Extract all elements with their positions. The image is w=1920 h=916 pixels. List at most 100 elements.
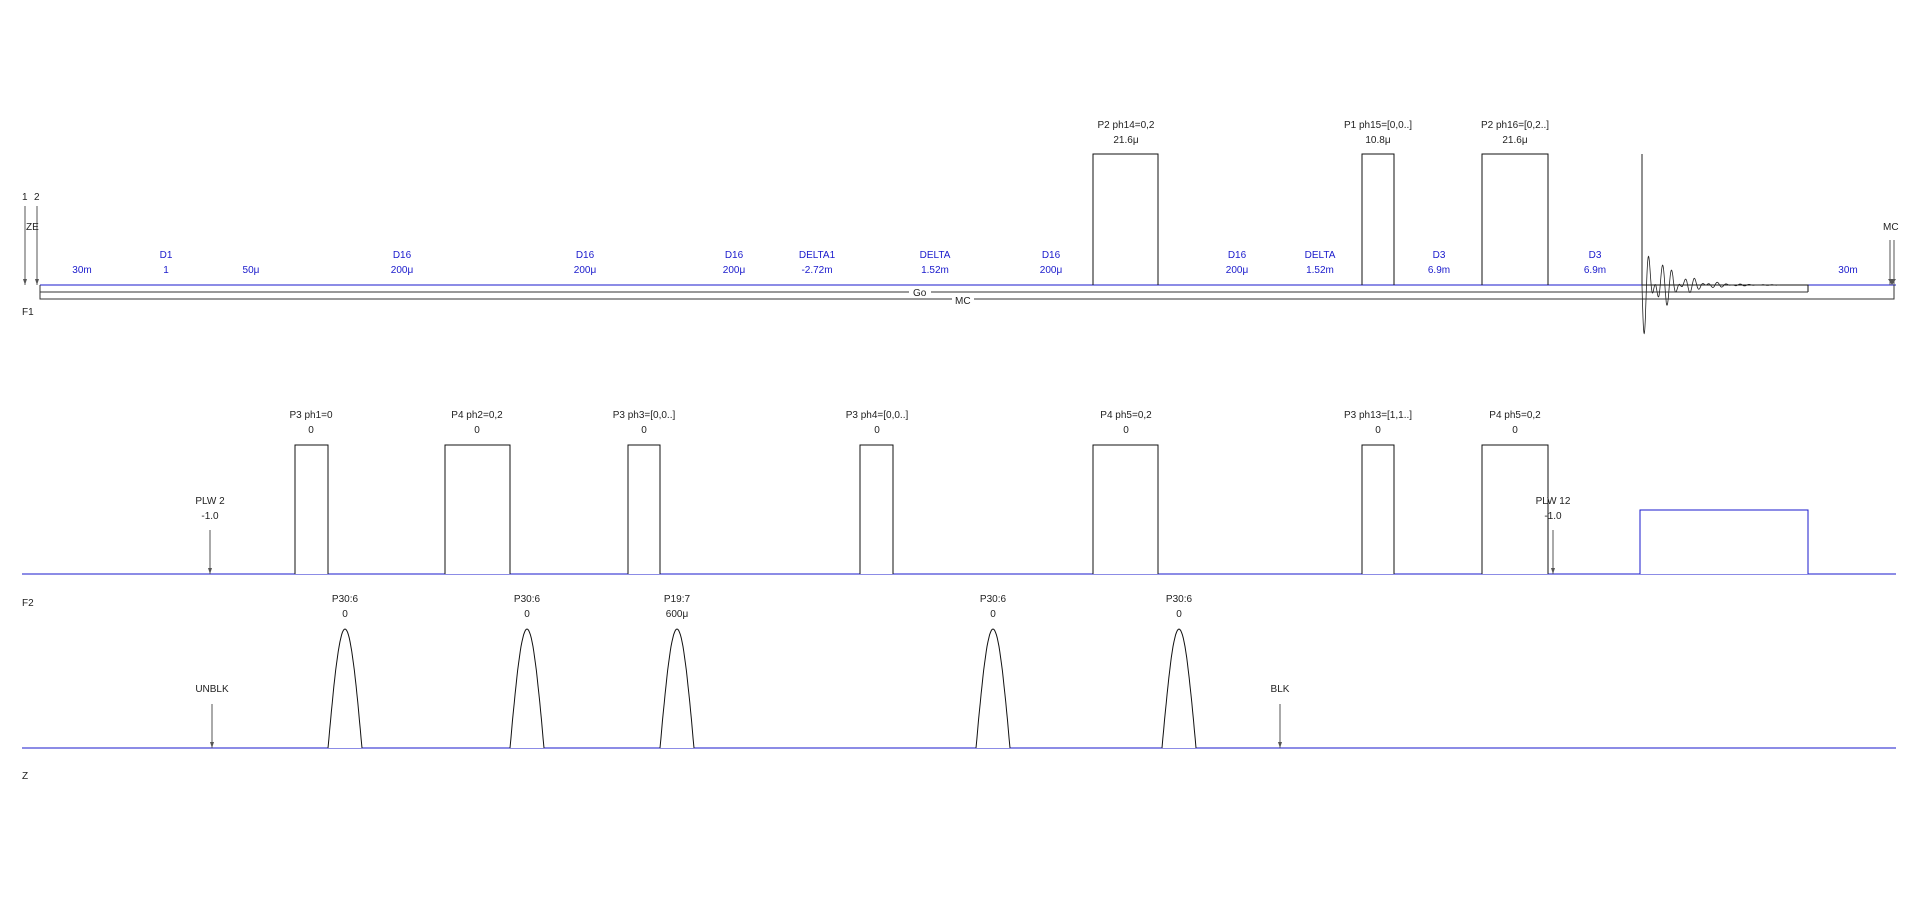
gradient-label: P30:6 <box>514 594 541 605</box>
pulse-value: 0 <box>641 425 647 436</box>
pulse-label: P2 ph16=[0,2..] <box>1481 120 1549 131</box>
mc-label-bg <box>952 294 974 305</box>
delay-value: 30m <box>1838 265 1857 276</box>
pulse-value: 21.6μ <box>1502 135 1527 146</box>
pulse-value: 0 <box>1375 425 1381 436</box>
channel-label-f1: F1 <box>22 307 34 318</box>
gradient-label: P30:6 <box>1166 594 1193 605</box>
unblank-label: UNBLK <box>195 684 229 695</box>
pulse-value: 0 <box>874 425 880 436</box>
delay-value: 1.52m <box>1306 265 1334 276</box>
f2-pulse <box>1092 444 1159 574</box>
pulse-label: P2 ph14=0,2 <box>1098 120 1155 131</box>
delay-name: D16 <box>576 250 595 261</box>
pulse-label: P3 ph13=[1,1..] <box>1344 410 1412 421</box>
delay-value: 1 <box>163 265 169 276</box>
gradient-pulse <box>975 628 1011 749</box>
arrow-head-icon <box>1278 742 1282 748</box>
delay-name: D1 <box>160 250 173 261</box>
f2-channel: P3 ph1=0 0 P4 ph2=0,2 0 P3 ph3=[0,0..] 0… <box>22 410 1896 575</box>
start-marker-label: 2 <box>34 192 40 203</box>
delay-value: 6.9m <box>1428 265 1450 276</box>
pulse-label: P4 ph2=0,2 <box>451 410 503 421</box>
start-marker-label: 1 <box>22 192 28 203</box>
channel-label-f2: F2 <box>22 598 34 609</box>
pulse-value: 21.6μ <box>1113 135 1138 146</box>
f1-pulse <box>1361 153 1395 285</box>
pulse-label: P3 ph1=0 <box>289 410 333 421</box>
mc-end-label: MC <box>1883 222 1899 233</box>
delay-name: D16 <box>1228 250 1247 261</box>
gradient-label: P30:6 <box>332 594 359 605</box>
arrow-head-icon <box>35 279 39 285</box>
pulse-value: 0 <box>308 425 314 436</box>
delay-name: DELTA1 <box>799 250 836 261</box>
delay-value: 1.52m <box>921 265 949 276</box>
f2-pulse <box>627 444 661 574</box>
pulse-label: P4 ph5=0,2 <box>1489 410 1541 421</box>
delay-value: 50μ <box>243 265 260 276</box>
ze-label: ZE <box>26 222 39 233</box>
pulse-label: P3 ph4=[0,0..] <box>846 410 909 421</box>
f2-pulse <box>859 444 894 574</box>
power-marker-label: PLW 2 <box>195 496 225 507</box>
arrow-head-icon <box>1551 568 1555 574</box>
f1-pulse <box>1481 153 1549 285</box>
gradient-value: 0 <box>524 609 530 620</box>
gradient-label: P19:7 <box>664 594 691 605</box>
gradient-value: 0 <box>342 609 348 620</box>
gradient-label: P30:6 <box>980 594 1007 605</box>
power-marker-value: -1.0 <box>201 511 219 522</box>
fid-waveform <box>1641 255 1780 335</box>
pulse-value: 0 <box>1512 425 1518 436</box>
z-channel: P30:6 0 P30:6 0 P19:7 600μ P30:6 0 P30:6… <box>22 594 1896 749</box>
delay-value: 30m <box>72 265 91 276</box>
channel-label-z: Z <box>22 771 28 782</box>
delay-name: D16 <box>393 250 412 261</box>
gradient-pulse <box>1161 628 1197 749</box>
f2-pulse <box>294 444 329 574</box>
f2-pulse <box>444 444 511 574</box>
pulse-label: P1 ph15=[0,0..] <box>1344 120 1412 131</box>
delay-value: 200μ <box>391 265 414 276</box>
f1-pulse <box>1092 153 1159 285</box>
delay-value: 200μ <box>574 265 597 276</box>
f2-pulse <box>1481 444 1549 574</box>
delay-name: D3 <box>1589 250 1602 261</box>
delay-name: D16 <box>1042 250 1061 261</box>
gradient-value: 0 <box>1176 609 1182 620</box>
delay-name: D3 <box>1433 250 1446 261</box>
gradient-pulse <box>509 628 545 749</box>
pulse-value: 0 <box>474 425 480 436</box>
delay-value: 200μ <box>723 265 746 276</box>
delay-value: 200μ <box>1226 265 1249 276</box>
arrow-head-icon <box>23 279 27 285</box>
arrow-head-icon <box>1888 279 1896 285</box>
delay-name: DELTA <box>1305 250 1336 261</box>
pulse-value: 10.8μ <box>1365 135 1390 146</box>
delay-value: -2.72m <box>801 265 832 276</box>
delay-value: 200μ <box>1040 265 1063 276</box>
gradient-pulse <box>659 628 695 749</box>
f2-pulse <box>1361 444 1395 574</box>
go-label-bg <box>909 286 931 297</box>
delay-name: DELTA <box>920 250 951 261</box>
gradient-pulse <box>327 628 363 749</box>
f1-channel: 1 2 ZE MC Go MC 30m D1 1 50μ D16 200μ D1… <box>22 120 1899 335</box>
mc-loop-label: MC <box>955 296 971 307</box>
pulse-label: P3 ph3=[0,0..] <box>613 410 676 421</box>
power-marker-label: PLW 12 <box>1536 496 1571 507</box>
f1-acquisition-window <box>1642 284 1809 292</box>
gradient-value: 600μ <box>666 609 689 620</box>
arrow-head-icon <box>210 742 214 748</box>
arrow-head-icon <box>208 568 212 574</box>
pulse-label: P4 ph5=0,2 <box>1100 410 1152 421</box>
blank-label: BLK <box>1271 684 1290 695</box>
delay-value: 6.9m <box>1584 265 1606 276</box>
f1-delay-labels: 30m D1 1 50μ D16 200μ D16 200μ D16 200μ … <box>72 250 1857 276</box>
gradient-value: 0 <box>990 609 996 620</box>
f2-decoupling <box>1639 509 1809 574</box>
delay-name: D16 <box>725 250 744 261</box>
power-marker-value: -1.0 <box>1544 511 1562 522</box>
